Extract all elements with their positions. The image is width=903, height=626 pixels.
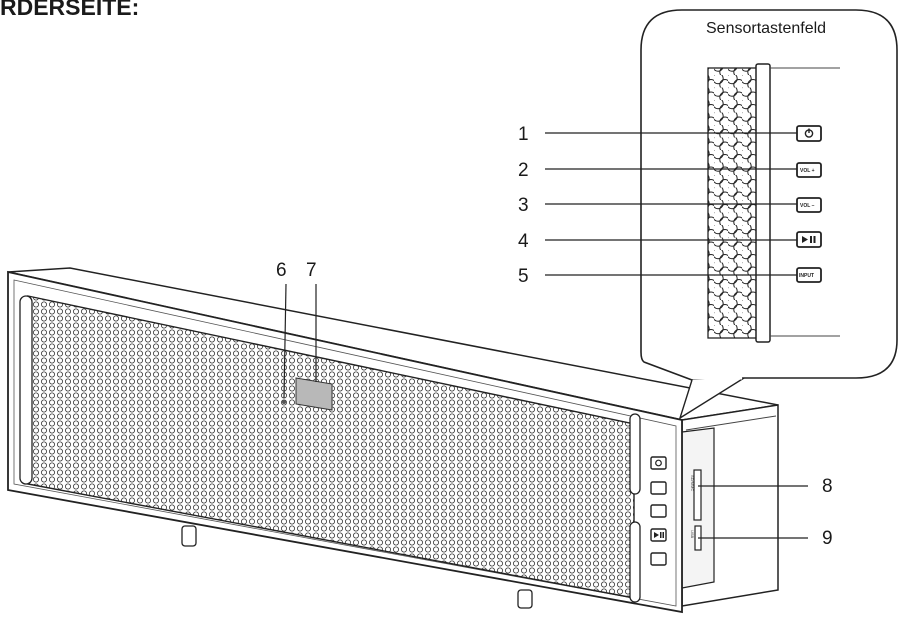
callout-1: 1 [518,124,529,145]
card-slot-label: SD/MMC [690,475,695,491]
foot-left [181,525,197,547]
usb-port-label: USB [690,530,695,539]
play-pause-icon [802,236,816,243]
sensor-panel-inset: Sensortastenfeld VOL + VOL – INPUT 1 2 [518,9,898,420]
front-power-button[interactable] [650,456,667,470]
page-heading: RDERSEITE: [0,0,140,20]
play-pause-button[interactable] [796,231,822,248]
vol-up-button[interactable] [796,162,822,178]
callout-5: 5 [518,266,529,287]
foot-right [517,589,533,609]
card-slot [693,469,702,521]
callout-3: 3 [518,195,529,216]
grille-end-cap-bottom [629,521,641,603]
display-window [295,377,333,411]
vol-up-label: VOL + [800,168,815,174]
callout-7: 7 [306,260,317,281]
front-vol-up-button[interactable] [650,481,667,495]
power-button[interactable] [796,125,822,142]
callout-8: 8 [822,476,833,497]
callout-6: 6 [276,260,287,281]
callout-2: 2 [518,160,529,181]
front-buttons [650,456,667,566]
vol-down-button[interactable] [796,197,822,213]
grille-end-cap-top [629,413,641,495]
front-input-button[interactable] [650,552,667,566]
input-label: INPUT [799,273,814,279]
callout-9: 9 [822,528,833,549]
inset-pointer [678,377,745,420]
inset-title: Sensortastenfeld [706,20,826,37]
soundbar: SD/MMC USB [7,267,779,614]
inset-grille [707,67,759,339]
callout-4: 4 [518,231,529,252]
front-vol-down-button[interactable] [650,504,667,518]
ir-sensor [282,400,286,404]
vol-down-label: VOL – [800,203,815,209]
